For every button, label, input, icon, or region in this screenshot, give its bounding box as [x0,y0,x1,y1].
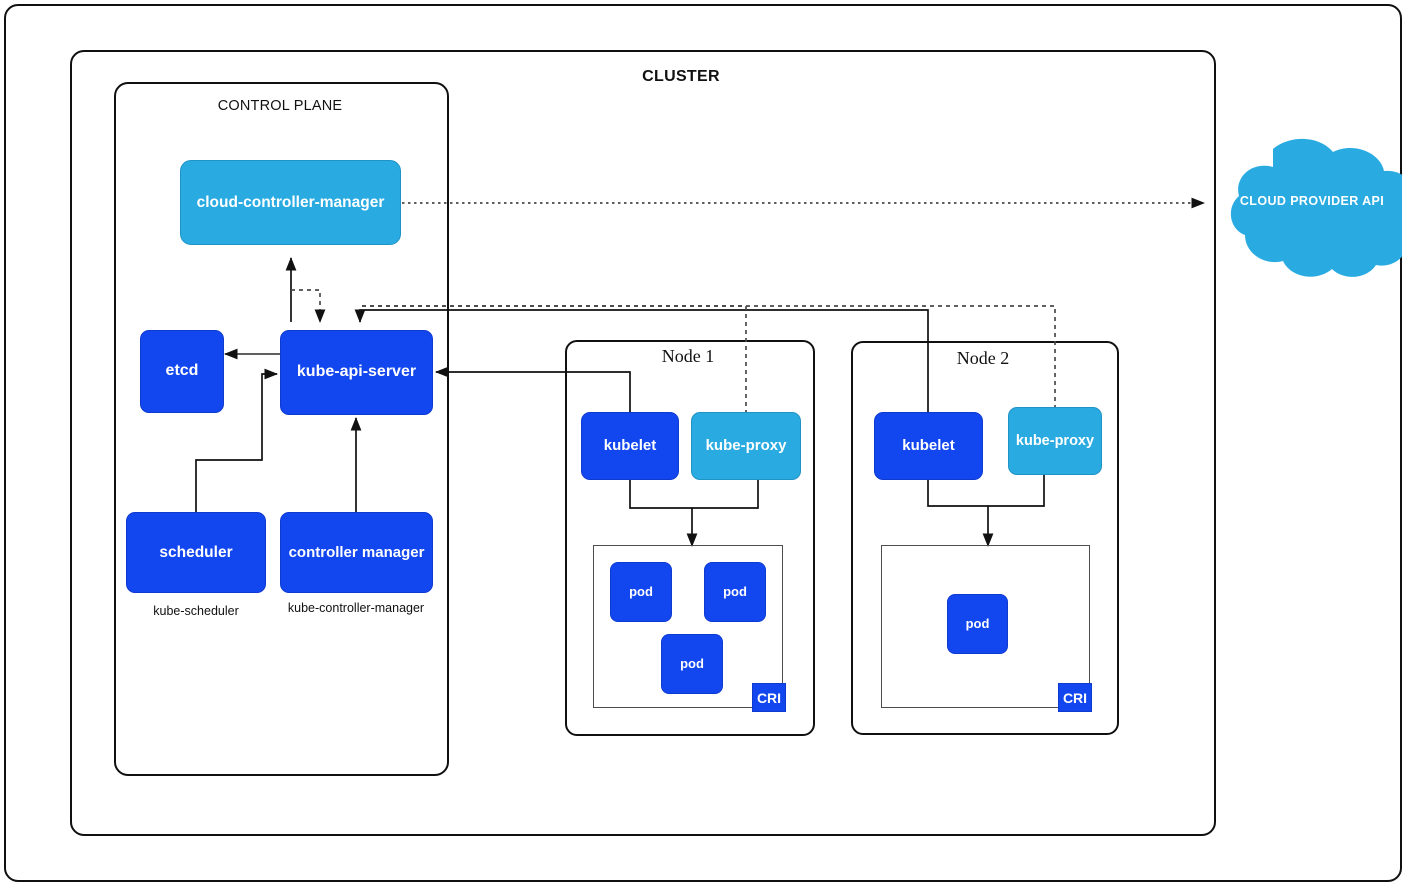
node-2-kubelet-label: kubelet [902,437,955,455]
wire-node1-kubeproxy-to-pods [692,480,759,509]
node-2-kube-proxy-label: kube-proxy [1015,432,1095,449]
node-2-pod-1-label: pod [965,615,990,631]
cloud-controller-manager-box[interactable]: cloud-controller-manager [180,160,401,245]
control-plane-frame [114,82,449,776]
wire-scheduler-to-apiserver [195,368,279,512]
node-2-container-runtime-area [881,545,1090,708]
node-1-kubelet-label: kubelet [603,437,657,455]
kube-controller-manager-caption: kube-controller-manager [287,601,425,615]
kube-api-server-label: kube-api-server [296,363,417,381]
scheduler-label: scheduler [159,543,233,561]
node-2-cri-label: CRI [1062,689,1088,706]
node-1-kube-proxy-box[interactable]: kube-proxy [691,412,801,480]
cloud-provider-api-label: CLOUD PROVIDER API [1239,194,1385,208]
kube-api-server-box[interactable]: kube-api-server [280,330,433,415]
node-1-pod-1[interactable]: pod [610,562,672,622]
wire-node2-kubelet-to-pods [927,480,994,548]
node-1-pod-3[interactable]: pod [661,634,723,694]
node-1-pod-3-label: pod [680,655,704,671]
wire-node2-kubelet-to-apiserver [354,309,929,412]
wire-ccm-to-apiserver [291,289,326,324]
cluster-frame [70,50,1216,836]
outer-frame [4,4,1402,882]
node-2-pod-1[interactable]: pod [947,594,1008,654]
cloud-controller-manager-label: cloud-controller-manager [196,193,385,211]
kube-scheduler-caption: kube-scheduler [153,604,239,618]
node-1-cri-badge: CRI [752,683,786,712]
control-plane-title: CONTROL PLANE [217,98,343,114]
controller-manager-label: controller manager [288,543,425,561]
wire-node2-kubeproxy-to-pods [988,475,1045,507]
node-1-cri-label: CRI [756,689,782,706]
node-1-pod-2[interactable]: pod [704,562,766,622]
node-2-frame [851,341,1119,735]
node-1-pod-2-label: pod [723,583,747,599]
node-1-kubelet-box[interactable]: kubelet [581,412,679,480]
wire-node1-kubelet-to-pods [629,480,698,548]
node-1-container-runtime-area [593,545,783,708]
wire-node1-kubelet-to-apiserver [434,366,631,412]
controller-manager-box[interactable]: controller manager [280,512,433,593]
node-2-kubelet-box[interactable]: kubelet [874,412,983,480]
node-2-title: Node 2 [956,348,1010,368]
cloud-shape-icon [1230,138,1402,277]
node-2-cri-badge: CRI [1058,683,1092,712]
scheduler-box[interactable]: scheduler [126,512,266,593]
node-1-kube-proxy-label: kube-proxy [705,437,787,455]
etcd-label: etcd [165,362,199,380]
node-1-title: Node 1 [661,346,715,366]
node-1-pod-1-label: pod [629,583,653,599]
cluster-title: CLUSTER [642,68,720,85]
wire-apiserver-to-node2-kubeproxy [362,305,1056,407]
etcd-box[interactable]: etcd [140,330,224,413]
node-2-kube-proxy-box[interactable]: kube-proxy [1008,407,1102,475]
node-1-frame [565,340,815,736]
